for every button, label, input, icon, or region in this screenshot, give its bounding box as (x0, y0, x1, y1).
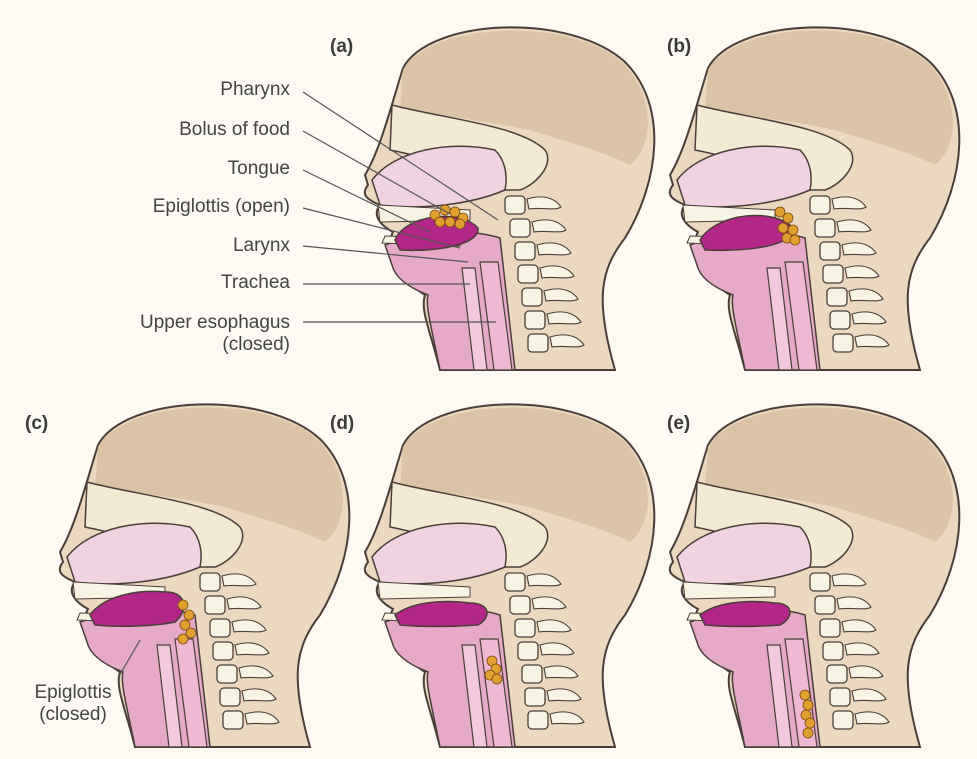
vertebra (528, 711, 548, 729)
label-upper-esophagus: Upper esophagus (closed) (140, 312, 290, 356)
vertebra (833, 711, 853, 729)
vertebra (823, 265, 843, 283)
head-panel-a (365, 27, 655, 370)
bolus-particle (435, 217, 445, 227)
bolus-particle (803, 728, 813, 738)
bolus-particle (778, 223, 788, 233)
vertebra (200, 573, 220, 591)
bolus-particle (178, 600, 188, 610)
vertebra (528, 334, 548, 352)
bolus-particle (455, 219, 465, 229)
vertebra (213, 642, 233, 660)
vertebra (505, 573, 525, 591)
bolus-particle (803, 700, 813, 710)
vertebra (525, 688, 545, 706)
vertebra (810, 196, 830, 214)
head-panel-e (670, 404, 960, 747)
bolus-particle (790, 235, 800, 245)
vertebra (217, 665, 237, 683)
vertebra (518, 265, 538, 283)
panel-label-c: (c) (25, 413, 48, 435)
vertebra (510, 219, 530, 237)
vertebra (827, 665, 847, 683)
vertebra (815, 596, 835, 614)
panel-label-a: (a) (330, 36, 353, 58)
label-pharynx: Pharynx (220, 79, 290, 101)
vertebra (522, 288, 542, 306)
head-panel-b (670, 27, 960, 370)
label-trachea: Trachea (221, 272, 290, 294)
vertebra (525, 311, 545, 329)
panel-label-b: (b) (667, 36, 691, 58)
vertebra (830, 688, 850, 706)
label-tongue: Tongue (228, 158, 290, 180)
vertebra (810, 573, 830, 591)
vertebra (820, 242, 840, 260)
vertebra (518, 642, 538, 660)
label-bolus-of-food: Bolus of food (179, 119, 290, 141)
panel-label-e: (e) (667, 413, 690, 435)
vertebra (505, 196, 525, 214)
label-upper-esophagus-name: Upper esophagus (140, 312, 290, 334)
bolus-particle (178, 634, 188, 644)
vertebra (830, 311, 850, 329)
vertebra (223, 711, 243, 729)
label-upper-esophagus-state: (closed) (140, 334, 290, 356)
vertebra (205, 596, 225, 614)
head-panel-d (365, 404, 655, 747)
vertebra (820, 619, 840, 637)
bolus-particle (184, 610, 194, 620)
bolus-particle (492, 674, 502, 684)
vertebra (823, 642, 843, 660)
label-epiglottis-open: Epiglottis (open) (153, 196, 290, 218)
vertebra (510, 596, 530, 614)
vertebra (515, 619, 535, 637)
bolus-particle (445, 217, 455, 227)
label-epiglottis-closed-name: Epiglottis (18, 682, 128, 704)
bolus-particle (805, 718, 815, 728)
bolus-particle (800, 690, 810, 700)
panel-label-d: (d) (330, 413, 354, 435)
vertebra (827, 288, 847, 306)
vertebra (522, 665, 542, 683)
label-larynx: Larynx (233, 235, 290, 257)
label-epiglottis-closed-state: (closed) (18, 704, 128, 726)
bolus-particle (783, 213, 793, 223)
vertebra (815, 219, 835, 237)
vertebra (515, 242, 535, 260)
vertebra (210, 619, 230, 637)
vertebra (220, 688, 240, 706)
vertebra (833, 334, 853, 352)
label-epiglottis-closed: Epiglottis (closed) (18, 682, 128, 726)
